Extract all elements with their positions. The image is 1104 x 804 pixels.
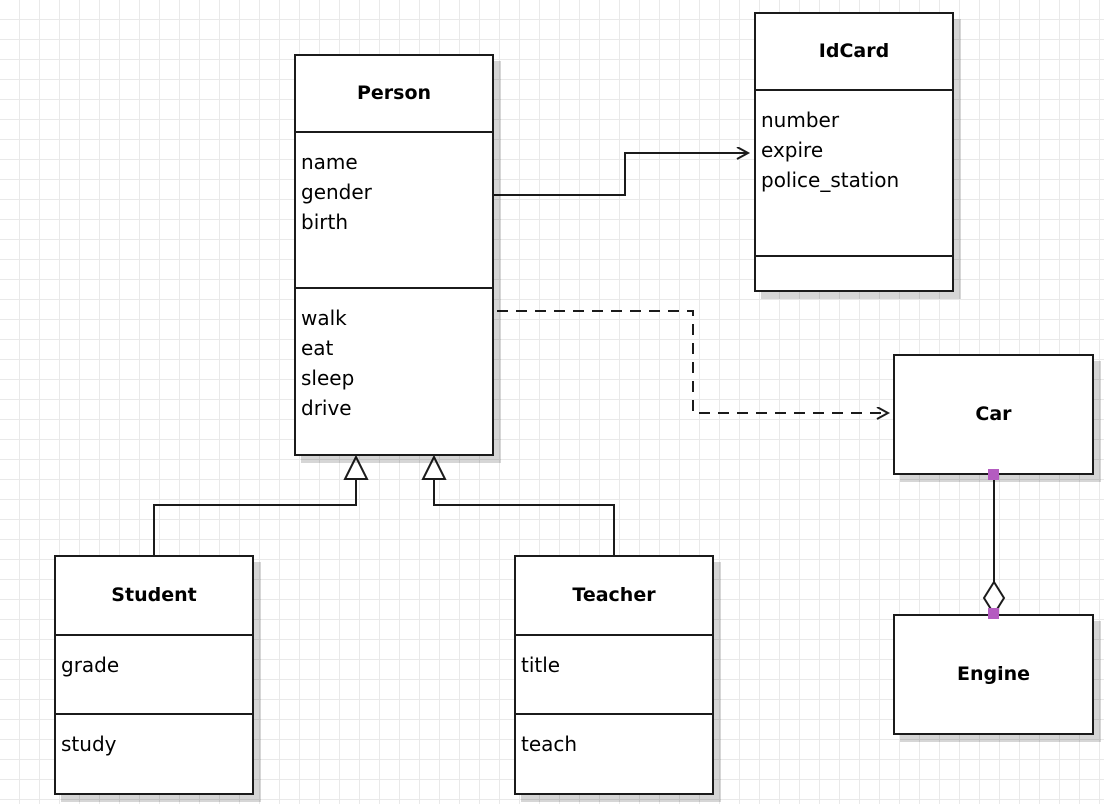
attribute-item: grade (61, 653, 120, 677)
class-title-student: Student (111, 584, 197, 606)
attributes-compartment-idcard: number expire police_station (756, 89, 952, 255)
attributes-compartment-person: name gender birth (296, 131, 492, 287)
attribute-item: birth (301, 210, 348, 234)
class-box-engine[interactable]: Engine (893, 614, 1094, 735)
method-item: drive (301, 396, 352, 420)
methods-compartment-idcard (756, 255, 952, 290)
edge-teacher-person (421, 454, 615, 555)
method-item: teach (521, 732, 578, 756)
class-title-engine: Engine (956, 663, 1031, 685)
method-item: eat (301, 336, 334, 360)
class-box-car[interactable]: Car (893, 354, 1094, 475)
edge-endpoint-handle-engine[interactable] (988, 608, 999, 619)
class-box-teacher[interactable]: Teacher title teach (514, 555, 714, 795)
attributes-compartment-teacher: title (516, 634, 712, 713)
attribute-item: title (521, 653, 561, 677)
edge-student-person (153, 454, 369, 555)
method-item: study (61, 732, 117, 756)
edge-person-car (497, 310, 888, 413)
class-box-student[interactable]: Student grade study (54, 555, 254, 795)
attribute-item: name (301, 150, 358, 174)
class-title-person: Person (356, 82, 432, 104)
attribute-item: police_station (761, 168, 900, 192)
method-item: sleep (301, 366, 355, 390)
attribute-item: gender (301, 180, 372, 204)
methods-compartment-teacher: teach (516, 713, 712, 793)
attribute-item: expire (761, 138, 824, 162)
edge-car-engine (982, 475, 1006, 616)
attributes-compartment-student: grade (56, 634, 252, 713)
class-box-person[interactable]: Person name gender birth walk eat sleep … (294, 54, 494, 456)
edge-endpoint-handle-car[interactable] (988, 469, 999, 480)
methods-compartment-student: study (56, 713, 252, 793)
class-title-idcard: IdCard (818, 40, 890, 62)
class-title-car: Car (975, 403, 1012, 425)
methods-compartment-person: walk eat sleep drive (296, 287, 492, 454)
edge-person-idcard (493, 153, 748, 196)
class-title-teacher: Teacher (572, 584, 656, 606)
method-item: walk (301, 306, 347, 330)
attribute-item: number (761, 108, 840, 132)
class-box-idcard[interactable]: IdCard number expire police_station (754, 12, 954, 292)
